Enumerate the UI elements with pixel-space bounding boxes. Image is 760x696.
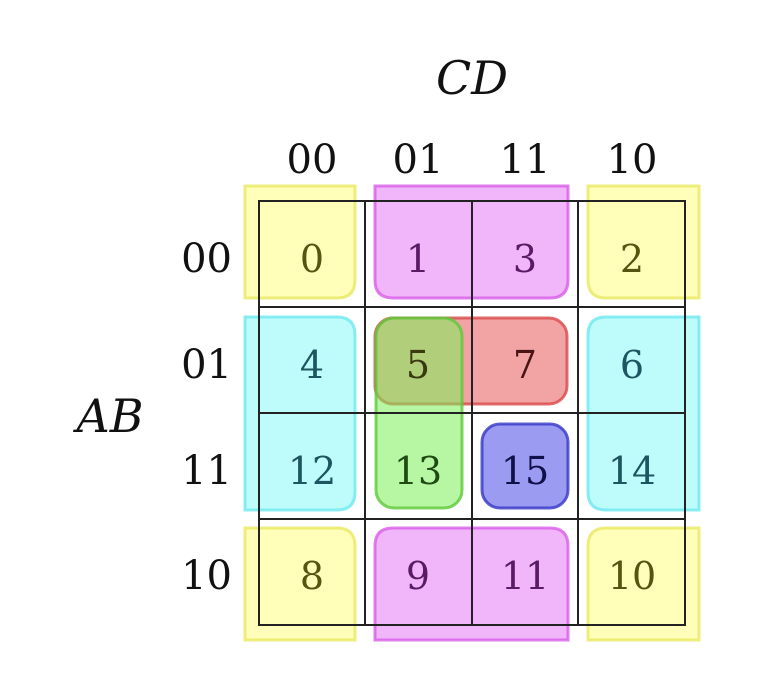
- map-cell: 9: [406, 554, 430, 598]
- group-blue-15: [480, 422, 570, 510]
- column-header: 11: [500, 137, 551, 183]
- map-cell: 3: [513, 237, 537, 281]
- map-cell: 15: [501, 449, 549, 493]
- row-header: 01: [181, 342, 232, 388]
- row-header: 11: [181, 448, 232, 494]
- map-cell: 11: [501, 554, 549, 598]
- group-corners-bottom-right: [586, 526, 701, 642]
- column-header: 10: [607, 137, 658, 183]
- row-headers: 00 01 11 10: [181, 236, 232, 599]
- map-cell: 14: [608, 449, 656, 493]
- map-grid: [258, 200, 686, 626]
- map-cell: 4: [300, 343, 324, 387]
- map-cell: 7: [513, 343, 537, 387]
- column-variable-label: CD: [436, 51, 508, 105]
- column-header: 00: [287, 137, 338, 183]
- map-cell: 10: [608, 554, 656, 598]
- map-cell: 0: [300, 237, 324, 281]
- map-cell: 13: [394, 449, 442, 493]
- map-cell: 8: [300, 554, 324, 598]
- map-cell: 1: [406, 237, 430, 281]
- row-header: 00: [181, 236, 232, 282]
- column-header: 01: [393, 137, 444, 183]
- group-corners-bottom-left: [243, 526, 357, 642]
- row-header: 10: [181, 553, 232, 599]
- map-cell: 2: [620, 237, 644, 281]
- cell-numbers: 0 1 3 2 4 5 7 6 12 13 15 14 8 9 11 10: [288, 237, 656, 598]
- map-cell: 5: [406, 343, 430, 387]
- map-cell: 12: [288, 449, 336, 493]
- group-corners-top-left: [243, 184, 357, 300]
- row-variable-label: AB: [72, 389, 143, 443]
- column-headers: 00 01 11 10: [287, 137, 658, 183]
- group-corners-top-right: [586, 184, 701, 300]
- map-cell: 6: [620, 343, 644, 387]
